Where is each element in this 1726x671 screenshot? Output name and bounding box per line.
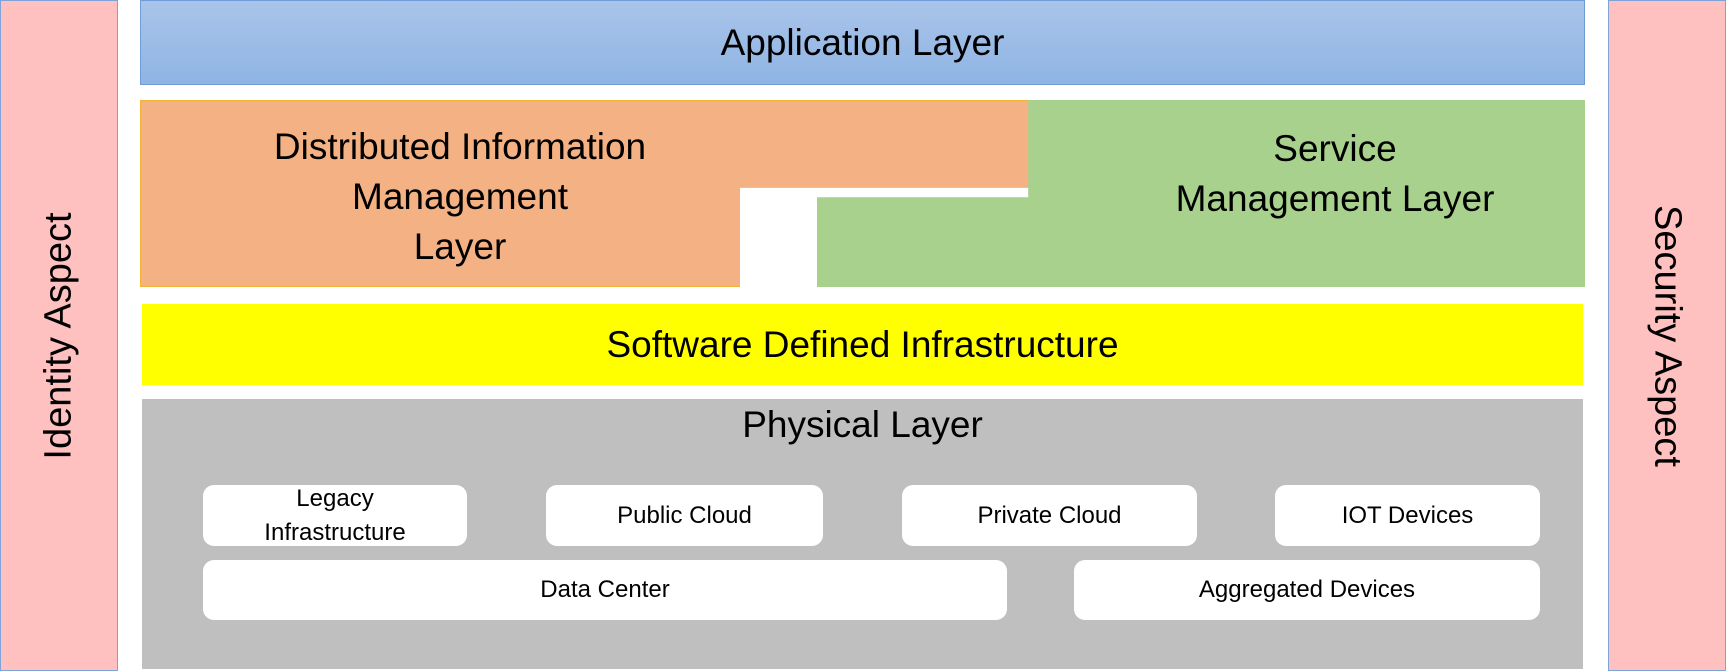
security-aspect-label: Security Aspect	[1646, 204, 1689, 467]
svc-label-line-1: Service	[1273, 128, 1397, 169]
component-label: Legacy Infrastructure	[264, 484, 406, 546]
component-label: Public Cloud	[617, 501, 752, 529]
application-layer-label: Application Layer	[720, 21, 1005, 63]
software-defined-infrastructure-label: Software Defined Infrastructure	[606, 323, 1119, 365]
dim-label-line-1: Distributed Information	[273, 126, 647, 167]
security-aspect-bar: Security Aspect	[1608, 0, 1726, 671]
identity-aspect-label: Identity Aspect	[37, 211, 80, 460]
identity-aspect-bar: Identity Aspect	[0, 0, 118, 671]
component-label: Private Cloud	[977, 501, 1122, 529]
service-management-label: Service Management Layer	[1085, 124, 1585, 224]
component-iot-devices: IOT Devices	[1275, 485, 1540, 546]
distributed-information-management-label: Distributed Information Management Layer	[140, 122, 780, 272]
dim-label-line-2: Management	[352, 176, 568, 217]
software-defined-infrastructure-layer: Software Defined Infrastructure	[142, 304, 1583, 385]
component-private-cloud: Private Cloud	[902, 485, 1197, 546]
component-label: IOT Devices	[1341, 501, 1474, 529]
svc-label-line-2: Management Layer	[1175, 178, 1495, 219]
component-label: Data Center	[540, 576, 670, 603]
component-legacy-infrastructure: Legacy Infrastructure	[203, 485, 467, 546]
physical-layer-title: Physical Layer	[742, 404, 983, 445]
component-public-cloud: Public Cloud	[546, 485, 823, 546]
component-aggregated-devices: Aggregated Devices	[1074, 560, 1540, 620]
application-layer: Application Layer	[140, 0, 1585, 85]
component-label: Aggregated Devices	[1198, 576, 1416, 603]
component-data-center: Data Center	[203, 560, 1007, 620]
dim-label-line-3: Layer	[413, 226, 507, 267]
